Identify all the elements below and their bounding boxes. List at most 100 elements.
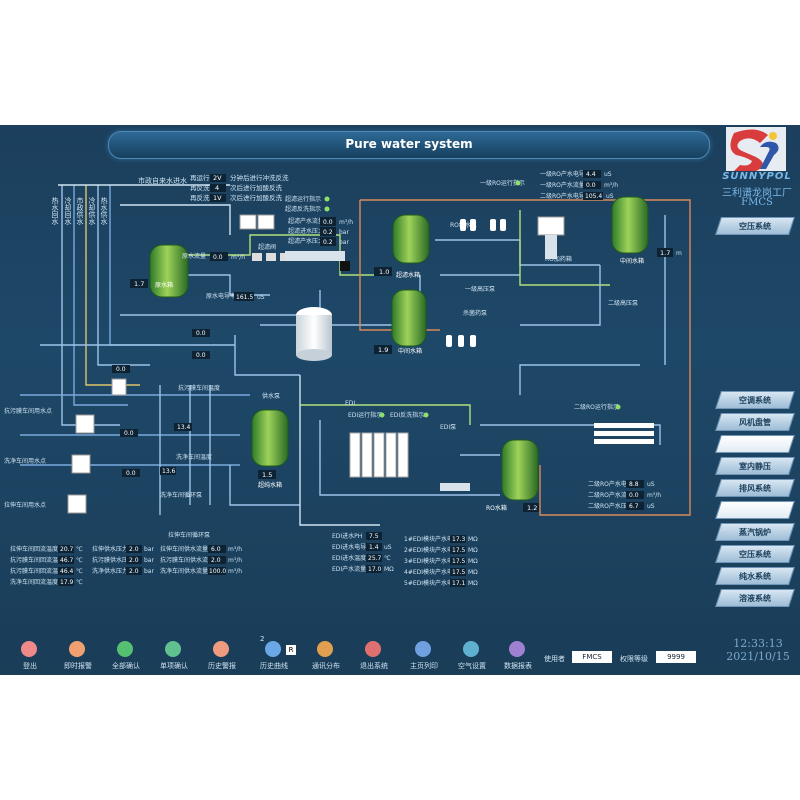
company-name: 三利谱龙岗工厂 — [722, 188, 792, 199]
svg-text:超滤反洗指示: 超滤反洗指示 — [285, 205, 321, 213]
svg-text:二级RO产水压力: 二级RO产水压力 — [588, 502, 633, 510]
svg-text:超滤水箱: 超滤水箱 — [396, 271, 420, 279]
intermediate-tank: 1.9 中间水箱 — [374, 289, 427, 355]
svg-text:EDI: EDI — [345, 400, 355, 407]
svg-text:超滤运行指示: 超滤运行指示 — [285, 195, 321, 203]
nav-item-solution[interactable]: 溶液系统 — [715, 589, 795, 607]
nav-item-pure-water[interactable]: 纯水系统 — [715, 567, 795, 585]
svg-text:EDI进水PH: EDI进水PH — [332, 532, 362, 540]
svg-text:m³/h: m³/h — [231, 254, 245, 261]
svg-text:161.5: 161.5 — [236, 294, 253, 301]
cycle-prefix: 再反洗 — [190, 193, 210, 202]
history-curve-button[interactable]: 历史曲线 — [252, 637, 296, 675]
left-cleaning-units — [67, 378, 127, 514]
alarm-history-button[interactable]: 历史警报 — [200, 637, 244, 675]
exit-button[interactable]: 退出系统 — [352, 637, 396, 675]
print-icon — [415, 641, 431, 657]
svg-text:17.5: 17.5 — [452, 547, 466, 554]
nav-item-hvac[interactable]: 空调系统 — [715, 391, 795, 409]
svg-text:抗污膜车间供水流量: 抗污膜车间供水流量 — [160, 556, 214, 564]
raw-conductivity: 原水电导率 161.5 uS — [206, 292, 265, 301]
svg-text:0.0: 0.0 — [629, 492, 639, 499]
logout-button[interactable]: 登出 — [8, 637, 52, 675]
pump-labels: 洗净车间循环泵 拉伸车间循环泵 供水泵 — [160, 392, 280, 539]
svg-text:拉伸供水压力: 拉伸供水压力 — [92, 545, 128, 553]
svg-text:℃: ℃ — [76, 568, 83, 575]
svg-text:二级高压泵: 二级高压泵 — [608, 299, 638, 307]
svg-text:100.0: 100.0 — [209, 568, 226, 575]
svg-text:bar: bar — [144, 557, 154, 564]
pipe-label: 冷却供水 — [88, 196, 96, 225]
clock-time: 12:33:13 — [733, 637, 783, 650]
air-settings-button[interactable]: 空气设置 — [450, 637, 494, 675]
nav-item-fan-coil[interactable]: 风机盘管 — [715, 413, 795, 431]
svg-text:1.7: 1.7 — [660, 249, 670, 257]
svg-text:25.7: 25.7 — [368, 555, 382, 562]
title-bar: Pure water system — [108, 131, 710, 159]
chart-icon — [265, 641, 281, 657]
logout-icon — [21, 641, 37, 657]
svg-text:17.5: 17.5 — [452, 569, 466, 576]
svg-text:原水电导率: 原水电导率 — [206, 292, 236, 300]
ro1-block: 一级RO运行指示 一级RO产水电导率 4.4 uS 一级RO产水流量 0.0 m… — [450, 170, 638, 317]
svg-text:2.0: 2.0 — [129, 557, 139, 564]
nav-label: 纯水系统 — [739, 571, 771, 581]
comm-button[interactable]: 通讯分布 — [304, 637, 348, 675]
svg-text:3#EDI模块产水电阻: 3#EDI模块产水电阻 — [404, 557, 459, 565]
edi-resistivity: 1#EDI模块产水电阻 17.3 MΩ 2#EDI模块产水电阻 17.5 MΩ … — [404, 535, 478, 587]
white-storage-tank — [296, 307, 332, 361]
button-label: 数据报表 — [504, 662, 532, 670]
svg-text:0.0: 0.0 — [213, 254, 223, 261]
svg-text:EDI进水温度: EDI进水温度 — [332, 554, 366, 562]
ro2-membranes — [594, 423, 654, 444]
live-alarm-button[interactable]: 即时报警 — [56, 637, 100, 675]
check-single-icon — [165, 641, 181, 657]
svg-text:uS: uS — [257, 294, 265, 301]
svg-text:17.0: 17.0 — [368, 566, 382, 573]
left-temperature-readings: 13.4 13.6 抗污膜车间温度 洗净车间温度 — [160, 384, 220, 475]
nav-item-blank[interactable] — [715, 435, 795, 453]
nav-item-blank[interactable] — [715, 501, 795, 519]
nav-label: 空压系统 — [739, 549, 771, 559]
svg-text:bar: bar — [144, 546, 154, 553]
svg-text:供水泵: 供水泵 — [262, 392, 280, 400]
cycle-suffix: 次后进行加酸反洗 — [230, 193, 283, 202]
level-field[interactable]: 9999 — [656, 651, 696, 663]
nav-item-indoor-pressure[interactable]: 室内静压 — [715, 457, 795, 475]
svg-text:洗净车间用水点: 洗净车间用水点 — [4, 457, 46, 465]
svg-text:17.1: 17.1 — [452, 580, 466, 587]
ack-all-button[interactable]: 全部确认 — [104, 637, 148, 675]
nav-item-steam-boiler[interactable]: 蒸汽锅炉 — [715, 523, 795, 541]
network-icon — [317, 641, 333, 657]
user-field[interactable]: FMCS — [572, 651, 612, 663]
nav-item-exhaust[interactable]: 排风系统 — [715, 479, 795, 497]
svg-text:MΩ: MΩ — [468, 580, 478, 587]
svg-text:原水流量: 原水流量 — [182, 252, 206, 260]
pipe-network — [20, 184, 691, 526]
svg-text:46.4: 46.4 — [60, 568, 74, 575]
svg-text:拉伸车间供水流量: 拉伸车间供水流量 — [160, 545, 208, 553]
nav-label: 排风系统 — [739, 483, 771, 493]
svg-text:MΩ: MΩ — [468, 569, 478, 576]
nav-air-compressor-top[interactable]: 空压系统 — [715, 217, 795, 235]
svg-text:抗污膜供水压力: 抗污膜供水压力 — [92, 556, 134, 564]
cycle-prefix: 再反洗 — [190, 183, 210, 192]
svg-text:一级RO运行指示: 一级RO运行指示 — [480, 179, 525, 187]
svg-text:抗污膜车间回流温度: 抗污膜车间回流温度 — [10, 556, 64, 564]
svg-text:二级RO产水流量: 二级RO产水流量 — [588, 491, 633, 499]
svg-text:m³/h: m³/h — [604, 182, 618, 189]
uf-water-tank: 1.0 超滤水箱 — [374, 214, 430, 279]
ack-single-button[interactable]: 单项确认 — [152, 637, 196, 675]
uf-readings: 超滤产水流量 0.0 m³/h 超滤进水压力 0.2 bar 超滤产水压力 0.… — [258, 217, 353, 251]
pager-key[interactable]: R — [286, 645, 296, 655]
nav-item-air-compressor[interactable]: 空压系统 — [715, 545, 795, 563]
print-button[interactable]: 主页列印 — [402, 637, 446, 675]
brand-text: SUNNYPOL — [722, 171, 792, 182]
svg-text:洗净车间供水流量: 洗净车间供水流量 — [160, 567, 208, 575]
report-button[interactable]: 数据报表 — [496, 637, 540, 675]
svg-text:EDI泵: EDI泵 — [440, 424, 456, 431]
nav-label: 空压系统 — [739, 221, 771, 231]
svg-text:0.0: 0.0 — [116, 366, 126, 373]
left-valve-readings: 0.0 0.0 0.0 0.0 0.0 — [112, 329, 210, 477]
svg-text:℃: ℃ — [76, 579, 83, 586]
